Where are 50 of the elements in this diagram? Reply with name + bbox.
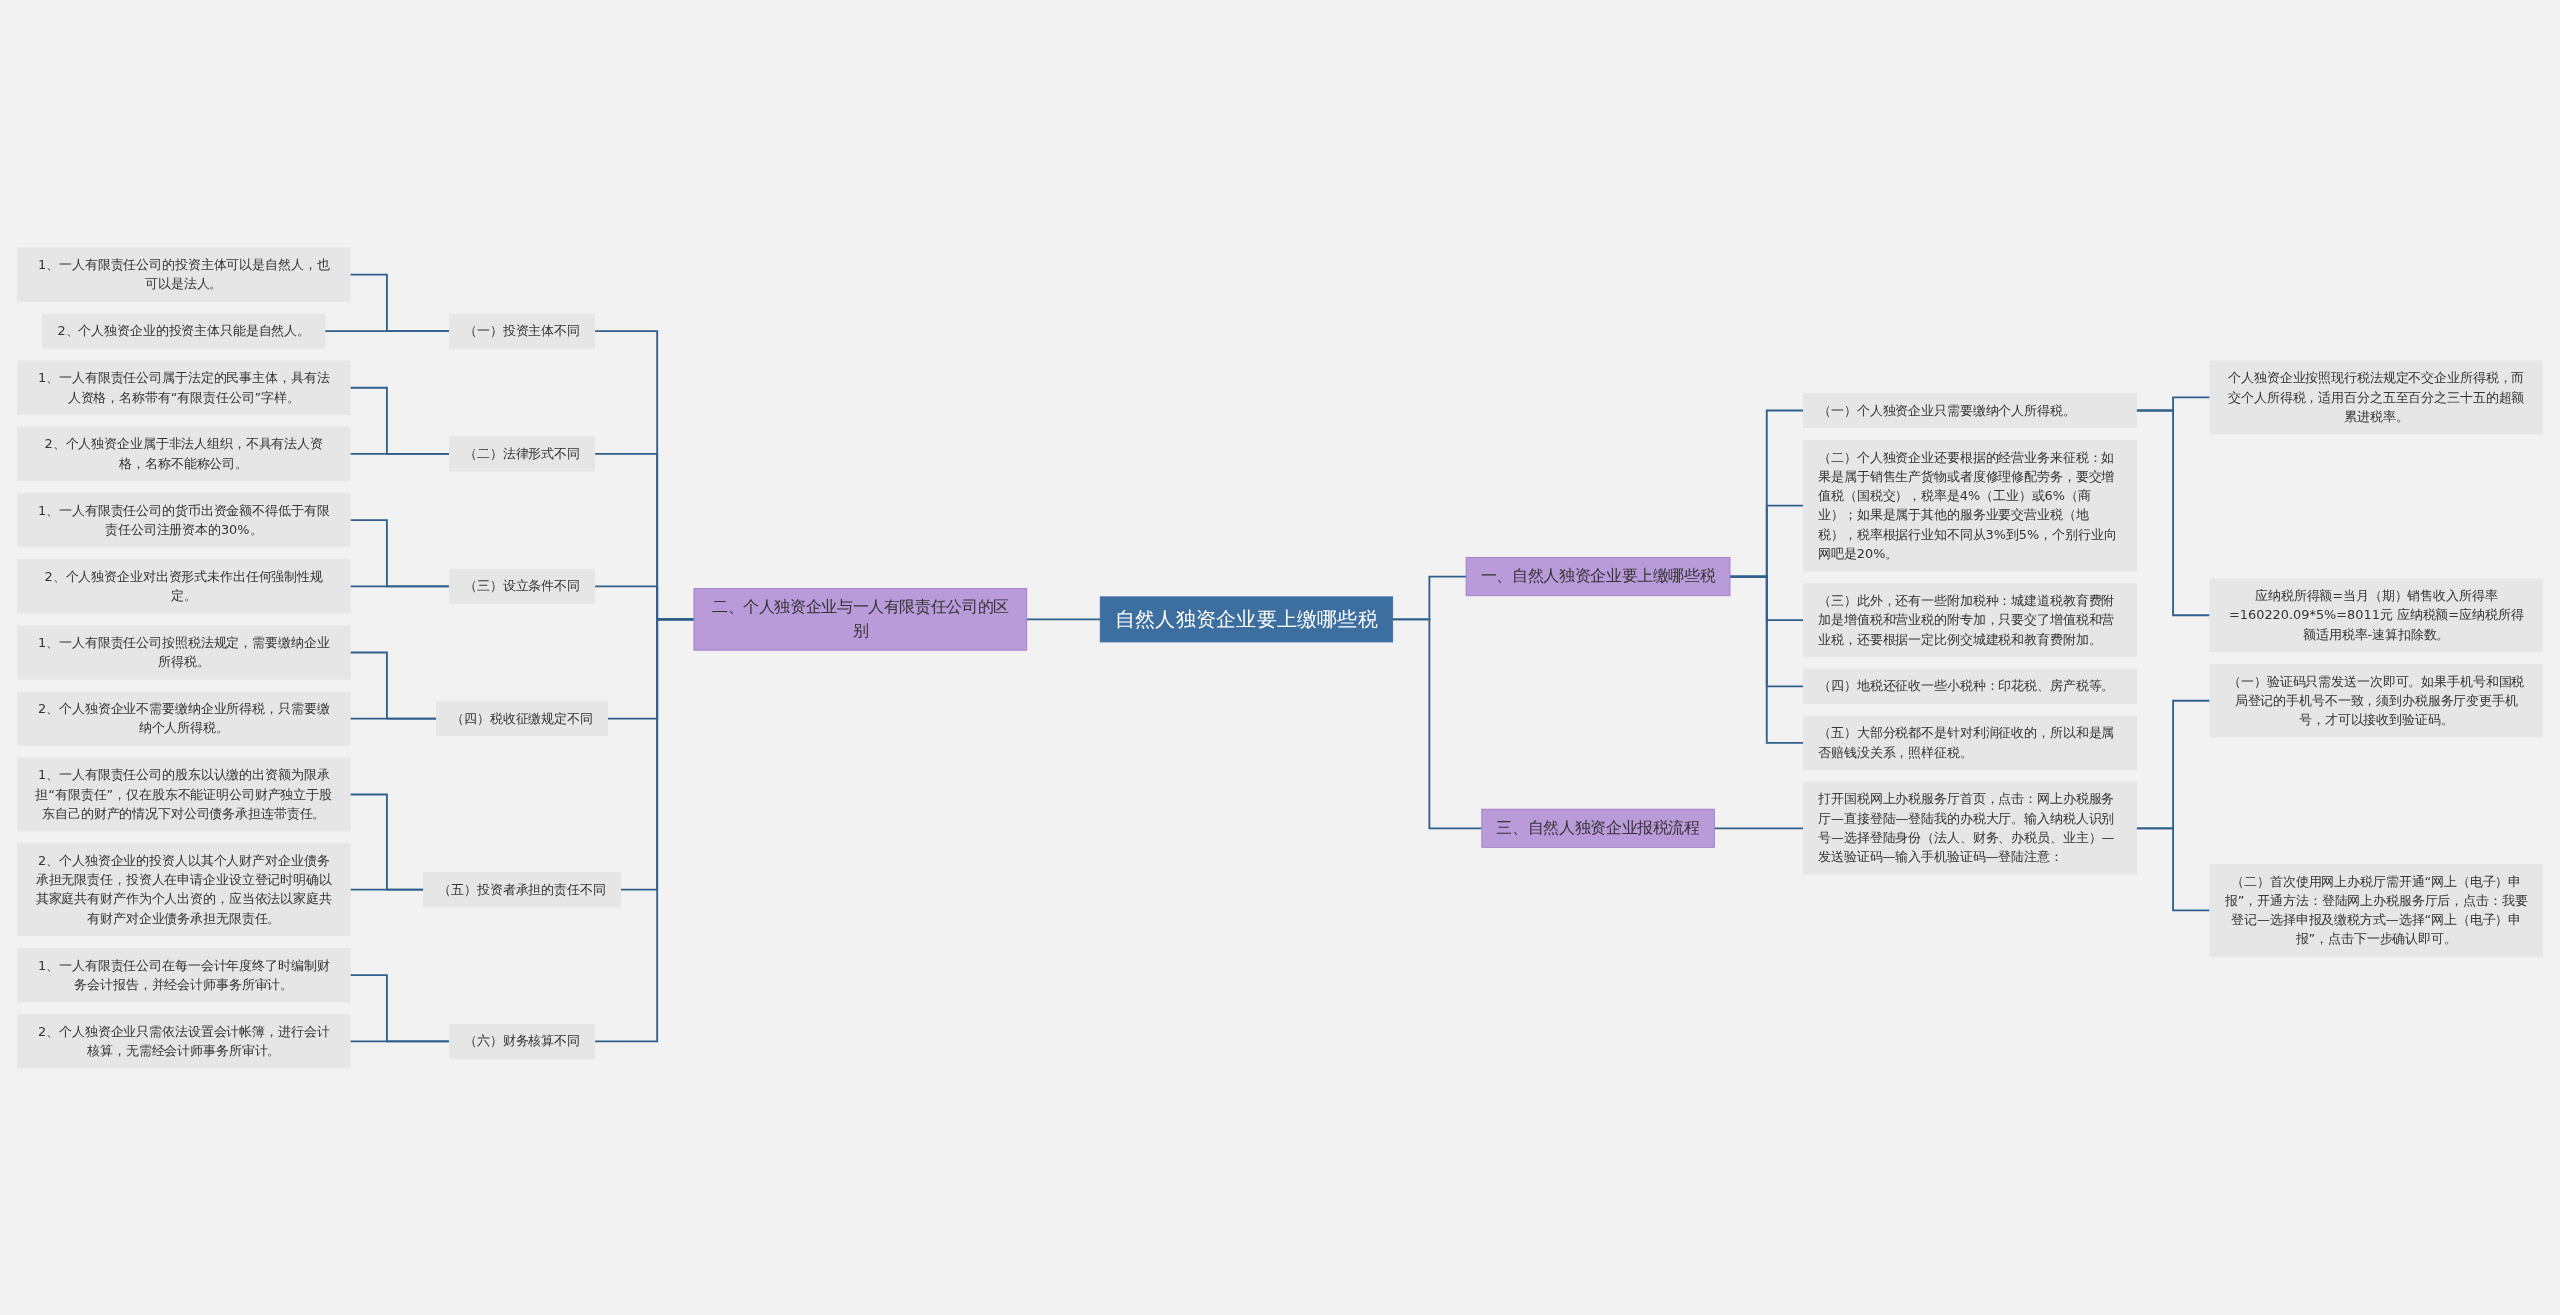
- connector: [349, 793, 425, 891]
- connector: [1729, 575, 1805, 744]
- node-box: （二）个人独资企业还要根据的经营业务来征税：如果是属于销售生产货物或者度修理修配劳务，要交增值税（国税交），税率是4%（工业）或6%（商业）；如果是属于其他的服务业要交营业税（地税），税率根据行业知不同从3%到5%，个别行业向网吧是20%。: [1803, 439, 2137, 571]
- connector: [349, 888, 425, 891]
- node-box: 个人独资企业按照现行税法规定不交企业所得税，而交个人所得税，适用百分之五至百分之三十五的超额累进税率。: [2209, 360, 2544, 434]
- connector: [349, 651, 438, 720]
- connector: [349, 973, 451, 1042]
- node-box: 2、个人独资企业不需要缴纳企业所得税，只需要缴纳个人所得税。: [16, 691, 351, 746]
- node-box: （五）大部分税都不是针对利润征收的，所以和是属否赔钱没关系，照样征税。: [1803, 715, 2137, 770]
- connector: [349, 1039, 451, 1042]
- connector: [1391, 617, 1483, 829]
- node-box: 应纳税所得额=当月（期）销售收入所得率=160220.09*5%=8011元 应纳税额=应纳税所得额适用税率-速算扣除数。: [2209, 578, 2544, 652]
- connector: [349, 518, 451, 587]
- node-box: （一）个人独资企业只需要缴纳个人所得税。: [1803, 392, 2137, 428]
- node-box: 1、一人有限责任公司在每一会计年度终了时编制财务会计报告，并经会计师事务所审计。: [16, 947, 351, 1002]
- node-box: （一）验证码只需发送一次即可。如果手机号和国税局登记的手机号不一致，须到办税服务厅变更手机号，才可以接收到验证码。: [2209, 663, 2544, 737]
- node-box: （三）此外，还有一些附加税种：城建道税教育费附加是增值税和营业税的附专加，只要交了增值税和营业税，还要根据一定比例交城建税和教育费附加。: [1803, 582, 2137, 657]
- node-box: 1、一人有限责任公司按照税法规定，需要缴纳企业所得税。: [16, 624, 351, 680]
- node-box: 1、一人有限责任公司属于法定的民事主体，具有法人资格，名称带有“有限责任公司”字样。: [16, 360, 351, 415]
- node-box: 三、自然人独资企业报税流程: [1481, 808, 1715, 848]
- node-box: （五）投资者承担的责任不同: [423, 871, 621, 907]
- node-box: 一、自然人独资企业要上缴哪些税: [1465, 556, 1731, 596]
- node-box: （一）投资主体不同: [448, 313, 596, 349]
- connector: [349, 386, 451, 455]
- connector: [2135, 409, 2211, 616]
- node-box: 2、个人独资企业只需依法设置会计帐簿，进行会计核算，无需经会计师事务所审计。: [16, 1013, 351, 1068]
- node-box: 二、个人独资企业与一人有限责任公司的区别: [693, 587, 1028, 651]
- connector: [323, 329, 451, 332]
- connector: [2135, 826, 2211, 911]
- connector: [349, 717, 438, 720]
- node-box: 1、一人有限责任公司的货币出资金额不得低于有限责任公司注册资本的30%。: [16, 492, 351, 547]
- node-box: 打开国税网上办税服务厅首页，点击：网上办税服务厅—直接登陆—登陆我的办税大厅。输入纳税人识别号—选择登陆身份（法人、财务、办税员、业主）—发送验证码—输入手机验证码—登陆注意：: [1803, 781, 2137, 875]
- node-box: 1、一人有限责任公司的股东以认缴的出资额为限承担“有限责任”，仅在股东不能证明公司财产独立于股东自己的财产的情况下对公司债务承担连带责任。: [16, 757, 351, 831]
- node-box: （六）财务核算不同: [448, 1023, 596, 1059]
- node-box: （二）首次使用网上办税厅需开通“网上（电子）申报”，开通方法：登陆网上办税服务厅后，点击：我要登记—选择申报及缴税方式—选择“网上（电子）申报”，点击下一步确认即可。: [2209, 863, 2544, 957]
- node-box: （四）地税还征收一些小税种：印花税、房产税等。: [1803, 668, 2137, 704]
- node-box: （二）法律形式不同: [448, 435, 596, 471]
- node-box: 自然人独资企业要上缴哪些税: [1099, 595, 1394, 642]
- node-box: 2、个人独资企业对出资形式未作出任何强制性规定。: [16, 558, 351, 613]
- node-box: （三）设立条件不同: [448, 568, 596, 604]
- connector: [349, 584, 451, 587]
- connector: [1025, 617, 1102, 620]
- node-box: 2、个人独资企业的投资人以其个人财产对企业债务承担无限责任，投资人在申请企业设立登记时明确以其家庭共有财产作为个人出资的，应当依法以家庭共有财产对企业债务承担无限责任。: [16, 842, 351, 936]
- node-box: （四）税收征缴规定不同: [436, 700, 608, 736]
- connector: [349, 452, 451, 455]
- connector: [593, 617, 695, 1042]
- node-box: 2、个人独资企业属于非法人组织，不具有法人资格，名称不能称公司。: [16, 426, 351, 481]
- node-box: 1、一人有限责任公司的投资主体可以是自然人，也可以是法人。: [16, 247, 351, 302]
- node-box: 2、个人独资企业的投资主体只能是自然人。: [42, 313, 326, 349]
- connector: [1713, 826, 1805, 829]
